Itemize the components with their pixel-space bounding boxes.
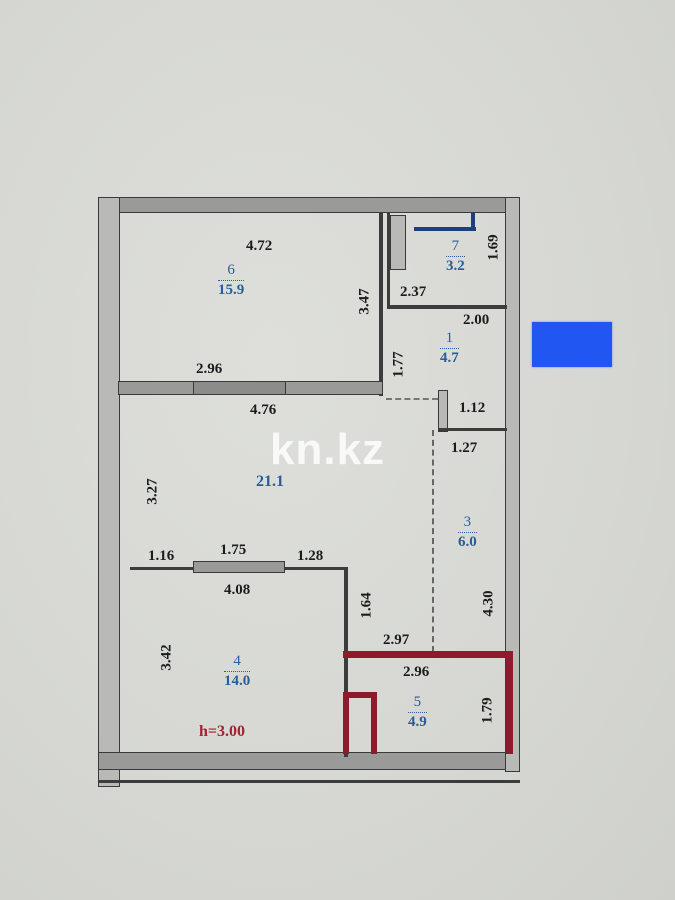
r5-top-wall xyxy=(343,651,513,658)
r5-door-left xyxy=(343,692,349,754)
dim-r5-height: 1.79 xyxy=(479,697,496,724)
room-3-number: 3 xyxy=(458,514,477,533)
dim-r2-bottom-mid: 1.75 xyxy=(220,542,247,558)
dim-r1-width: 2.00 xyxy=(463,312,490,328)
room-5-area: 4.9 xyxy=(408,713,427,730)
room-4-area: 14.0 xyxy=(224,672,251,689)
room-3-area: 6.0 xyxy=(458,533,477,550)
room-5-number: 5 xyxy=(408,694,427,713)
room-2-label: 21.1 xyxy=(256,472,284,491)
closet-mark-side xyxy=(471,213,475,231)
room-3-label: 3 6.0 xyxy=(458,514,477,550)
dim-r3-bottom: 2.97 xyxy=(383,632,410,648)
r4-top-wall-door xyxy=(193,561,285,573)
room-7-number: 7 xyxy=(446,238,465,257)
dim-r1-height: 1.77 xyxy=(390,351,407,378)
room-2-area: 21.1 xyxy=(256,473,284,490)
r1-stub xyxy=(438,390,448,432)
outer-wall-left xyxy=(98,197,120,787)
dim-r2-bottom-left: 1.16 xyxy=(148,548,175,564)
room-6-number: 6 xyxy=(218,262,245,281)
marker-box[interactable] xyxy=(532,322,612,367)
r1-opening xyxy=(386,398,438,400)
r6-bottom-wall-segment xyxy=(193,381,286,395)
dim-r1-bottom: 1.12 xyxy=(459,400,486,416)
room-7-area: 3.2 xyxy=(446,257,465,274)
r5-door-top xyxy=(343,692,376,698)
room-1-area: 4.7 xyxy=(440,349,459,366)
room-1-label: 1 4.7 xyxy=(440,330,459,366)
r7-niche xyxy=(390,215,406,270)
closet-mark-top xyxy=(414,227,476,231)
room-4-label: 4 14.0 xyxy=(224,653,251,689)
dim-r7-height: 1.69 xyxy=(485,234,502,261)
r5-right-wall xyxy=(506,651,513,754)
r3-zone-line xyxy=(432,430,434,652)
room-4-number: 4 xyxy=(224,653,251,672)
r7-left-wall xyxy=(387,213,390,308)
dim-r4-width: 4.08 xyxy=(224,582,251,598)
r5-door-right xyxy=(371,692,377,754)
dim-r3-height: 4.30 xyxy=(480,590,497,617)
r1-bottom-wall xyxy=(438,428,507,431)
dim-r6-width: 4.72 xyxy=(246,238,273,254)
dim-r4-height: 3.42 xyxy=(158,644,175,671)
dim-r2-bottom-right: 1.28 xyxy=(297,548,324,564)
dim-r5-width: 2.96 xyxy=(403,664,430,680)
dim-r2-width: 4.76 xyxy=(250,402,277,418)
room-6-label: 6 15.9 xyxy=(218,262,245,298)
r7-bottom-wall xyxy=(387,305,507,309)
room-6-area: 15.9 xyxy=(218,281,245,298)
outer-wall-bottom xyxy=(98,752,518,770)
watermark: kn.kz xyxy=(270,425,386,474)
outer-wall-top xyxy=(105,197,520,213)
ceiling-height-label: h=3.00 xyxy=(199,723,246,740)
r4-right-wall xyxy=(344,567,348,757)
dim-r2-height: 3.27 xyxy=(144,478,161,505)
outer-wall-right xyxy=(505,197,520,772)
dim-r7-width: 2.37 xyxy=(400,284,427,300)
dim-r3-width: 1.27 xyxy=(451,440,478,456)
dim-r6-bottom: 2.96 xyxy=(196,361,223,377)
outer-wall-bottom-line xyxy=(98,780,520,783)
room-5-label: 5 4.9 xyxy=(408,694,427,730)
room-1-number: 1 xyxy=(440,330,459,349)
dim-r6-height: 3.47 xyxy=(356,288,373,315)
dim-r4-side: 1.64 xyxy=(358,592,375,619)
r6-right-wall xyxy=(379,213,383,396)
room-7-label: 7 3.2 xyxy=(446,238,465,274)
